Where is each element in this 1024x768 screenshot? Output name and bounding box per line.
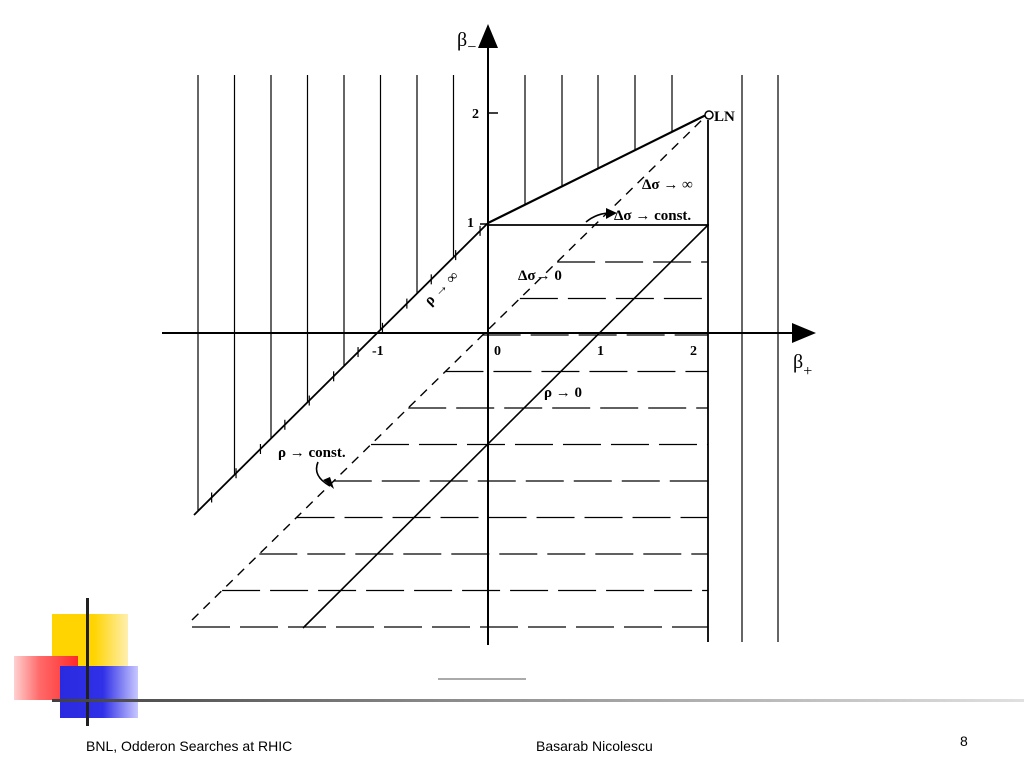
decor-blue-square: [60, 666, 138, 718]
x-axis-subscript: +: [803, 363, 812, 380]
x-tick-label-2: 2: [690, 344, 697, 359]
label-delta-sigma-zero: Δσ→ 0: [518, 268, 562, 284]
page-number: 8: [960, 733, 968, 749]
x-tick-label-0: 0: [494, 344, 501, 359]
label-rho-const: ρ → const.: [278, 445, 346, 461]
decor-vertical-rule: [86, 598, 89, 726]
beta-plane-diagram: β− β+ -1 0 1 2 1 2 LN Δσ → ∞ Δσ → const.…: [162, 24, 816, 680]
x-tick-label-minus1: -1: [372, 344, 384, 359]
label-rho-infinity: ρ → ∞: [422, 268, 463, 309]
arrow-rho-const: [315, 461, 331, 487]
label-rho-zero: ρ → 0: [544, 385, 582, 401]
boundary-rho-infinity: [193, 222, 489, 516]
label-ln: LN: [714, 109, 735, 125]
vertical-hatching: [197, 75, 779, 642]
label-delta-sigma-infinity: Δσ → ∞: [642, 177, 693, 193]
arrow-delta-sigma-const-head: [606, 208, 617, 219]
dashed-hatching: [192, 261, 708, 628]
y-tick-label-1: 1: [467, 216, 474, 231]
arrow-rho-const-head: [323, 477, 334, 489]
ln-point-marker: [704, 110, 714, 120]
y-axis-label: β−: [457, 29, 476, 56]
line-rho-zero: [302, 224, 709, 629]
boundary-upper-to-ln: [487, 114, 707, 224]
x-axis-label: β+: [793, 351, 812, 380]
x-tick-label-1: 1: [597, 344, 604, 359]
footer-author: Basarab Nicolescu: [536, 738, 653, 754]
label-delta-sigma-const: Δσ → const.: [614, 208, 691, 224]
footer-rule: [52, 699, 1024, 702]
y-tick-label-2: 2: [472, 107, 479, 122]
dashed-diagonal: [191, 115, 707, 621]
y-axis-subscript: −: [467, 39, 476, 56]
footer-presentation-title: BNL, Odderon Searches at RHIC: [86, 738, 293, 754]
